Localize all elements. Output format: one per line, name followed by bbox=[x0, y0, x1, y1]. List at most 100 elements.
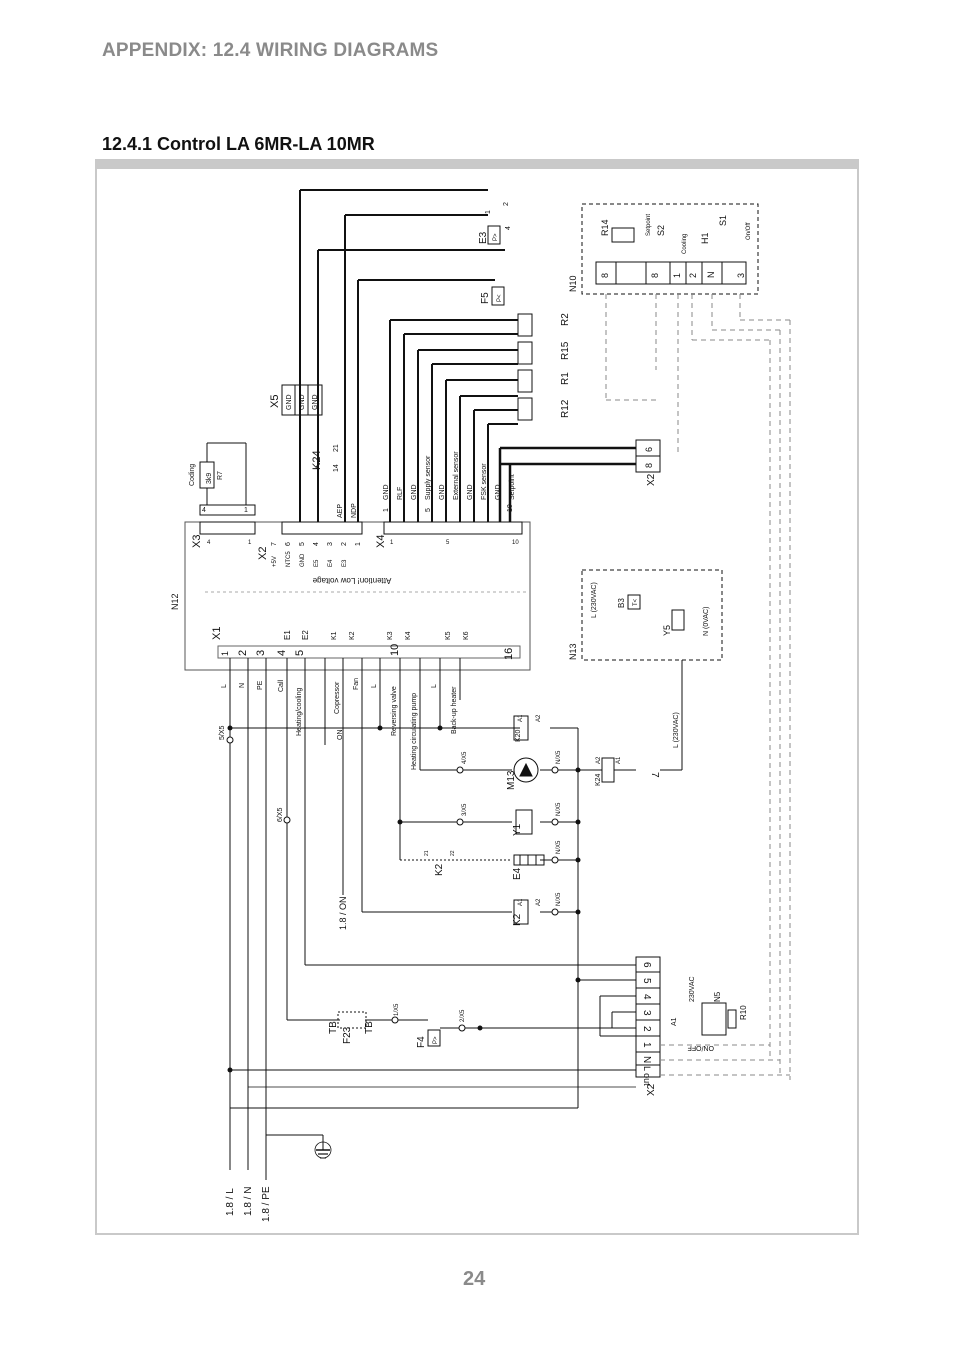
supply-l: 1.8 / L bbox=[225, 1188, 236, 1216]
e3-box bbox=[487, 225, 501, 245]
b3-symbol: T< bbox=[633, 598, 639, 606]
k2-a2: A2 bbox=[536, 898, 542, 906]
r10-label: R10 bbox=[739, 1005, 748, 1020]
wire-l: L bbox=[221, 684, 228, 688]
x2-pin-4: 4 bbox=[313, 542, 320, 546]
x2-top-label: X2 bbox=[646, 473, 657, 486]
tb-label-2: TB bbox=[364, 1021, 375, 1034]
s1-label: S1 bbox=[718, 215, 728, 226]
x2-bottom-term-5: 5 bbox=[641, 978, 652, 984]
k20-a2: A2 bbox=[536, 714, 542, 722]
x5-block bbox=[281, 384, 323, 416]
page-number: 24 bbox=[463, 1268, 486, 1290]
cooling-text: Cooling bbox=[682, 234, 688, 254]
x4-signal-7: GND bbox=[467, 484, 474, 500]
b3-box bbox=[627, 594, 641, 610]
x3-pin-4: 4 bbox=[207, 540, 211, 546]
relay-k5: K5 bbox=[445, 631, 452, 640]
x4-signal-8: FSK sensor bbox=[481, 463, 488, 500]
x2-signal-e4: E4 bbox=[328, 559, 334, 567]
n10-term-6: 3 bbox=[736, 273, 746, 278]
x4-signal-2: RLF bbox=[397, 487, 404, 500]
x5-label: X5 bbox=[269, 395, 281, 408]
aep-label: AEP bbox=[337, 504, 344, 518]
x1-label: X1 bbox=[211, 627, 223, 640]
code-1-8-on: 1.8 / ON bbox=[338, 896, 348, 930]
relay-k4: K4 bbox=[405, 631, 412, 640]
x4-num-5: 5 bbox=[425, 508, 432, 512]
h1-label: H1 bbox=[700, 232, 710, 244]
y1-valve bbox=[515, 809, 533, 835]
x4-pin-1: 1 bbox=[390, 540, 394, 546]
x1-pin-4: 4 bbox=[276, 650, 288, 656]
x4-num-1: 1 bbox=[383, 508, 390, 512]
s2-label: S2 bbox=[656, 225, 666, 236]
n10-label: N10 bbox=[568, 275, 578, 292]
x5-gnd-2: GND bbox=[299, 394, 306, 410]
x3-strip bbox=[199, 521, 256, 535]
x4-signal-5: GND bbox=[439, 484, 446, 500]
x4-signal-9: GND bbox=[495, 484, 502, 500]
onoff-label: ON/OFF bbox=[688, 1044, 714, 1051]
frame-top-bar bbox=[95, 159, 859, 169]
y5-label: Y5 bbox=[662, 625, 672, 636]
x2-bottom-term-6: 6 bbox=[641, 962, 652, 968]
f5-box bbox=[491, 286, 505, 306]
r15-label: R15 bbox=[560, 341, 571, 360]
x4-strip bbox=[383, 521, 523, 535]
n12-label: N12 bbox=[170, 593, 180, 610]
x4-signal-6: External sensor bbox=[453, 451, 460, 500]
x2-signal-5v: +5V bbox=[272, 556, 278, 567]
wire-n: N bbox=[239, 683, 246, 688]
k24-a2: A2 bbox=[596, 756, 602, 764]
coding-label: Coding bbox=[189, 464, 196, 486]
relay-k3: K3 bbox=[387, 631, 394, 640]
ndp-label: NDP bbox=[351, 503, 358, 518]
x3-wire-pin-1: 1 bbox=[244, 507, 248, 514]
f23-thermal bbox=[337, 1011, 367, 1029]
n13-neutral: N (0VAC) bbox=[703, 607, 710, 636]
x2-bottom-term-2: 2 bbox=[641, 1026, 652, 1032]
x2-a1-label: A1 bbox=[671, 1017, 678, 1026]
e3-pin-2: 2 bbox=[503, 202, 510, 206]
n10-term-3: 1 bbox=[672, 273, 682, 278]
x2-signal-gnd: GND bbox=[300, 553, 306, 567]
x4-pin-5: 5 bbox=[446, 540, 450, 546]
y1-node-nx5: N/X5 bbox=[556, 802, 562, 816]
k24-contact-14: 14 bbox=[333, 464, 340, 472]
e4-heater bbox=[513, 854, 545, 866]
x1-signal-e2: E2 bbox=[301, 630, 310, 640]
x4-signal-3: GND bbox=[411, 484, 418, 500]
r12-sensor bbox=[517, 397, 533, 421]
k2-node-nx5: N/X5 bbox=[556, 892, 562, 906]
x1-pin-5: 5 bbox=[294, 650, 306, 656]
n13-supply: L (230VAC) bbox=[591, 582, 598, 618]
x2-term-7: 7 bbox=[649, 772, 660, 778]
wire-fan: Fan bbox=[353, 678, 360, 690]
x1-signal-e1: E1 bbox=[283, 630, 292, 640]
wire-heating-cooling: Heating/cooling bbox=[296, 688, 303, 736]
f5-label: F5 bbox=[480, 292, 491, 304]
supply-230vac: 230VAC bbox=[689, 976, 696, 1002]
onoff-text: On/Off bbox=[746, 222, 752, 240]
k2-contact-21: 21 bbox=[424, 850, 430, 856]
wire-pe: PE bbox=[257, 680, 264, 690]
x4-num-10: 10 bbox=[507, 504, 514, 512]
f23-label: F23 bbox=[342, 1026, 353, 1044]
x2-pin-2: 2 bbox=[341, 542, 348, 546]
x3-pin-1: 1 bbox=[248, 540, 252, 546]
wire-heating-pump: Heating circulating pump bbox=[411, 693, 418, 770]
k24-a1: A1 bbox=[616, 756, 622, 764]
k24-relay-label: K24 bbox=[311, 450, 323, 470]
x1-strip bbox=[217, 645, 521, 659]
code-on: ON bbox=[337, 730, 344, 741]
x2-bottom-block bbox=[635, 956, 661, 1078]
x2-signal-e5: E5 bbox=[314, 559, 320, 567]
wire-compressor: Copressor bbox=[334, 681, 341, 714]
r14-label: R14 bbox=[600, 219, 610, 236]
attention-text: Attention! Low voltage bbox=[312, 576, 391, 585]
relay-k2: K2 bbox=[349, 631, 356, 640]
wire-reversing-valve: Reversing valve bbox=[391, 686, 398, 736]
k20-a1: A1 bbox=[518, 714, 524, 722]
wire-backup-heater: Back-up heater bbox=[451, 686, 458, 734]
